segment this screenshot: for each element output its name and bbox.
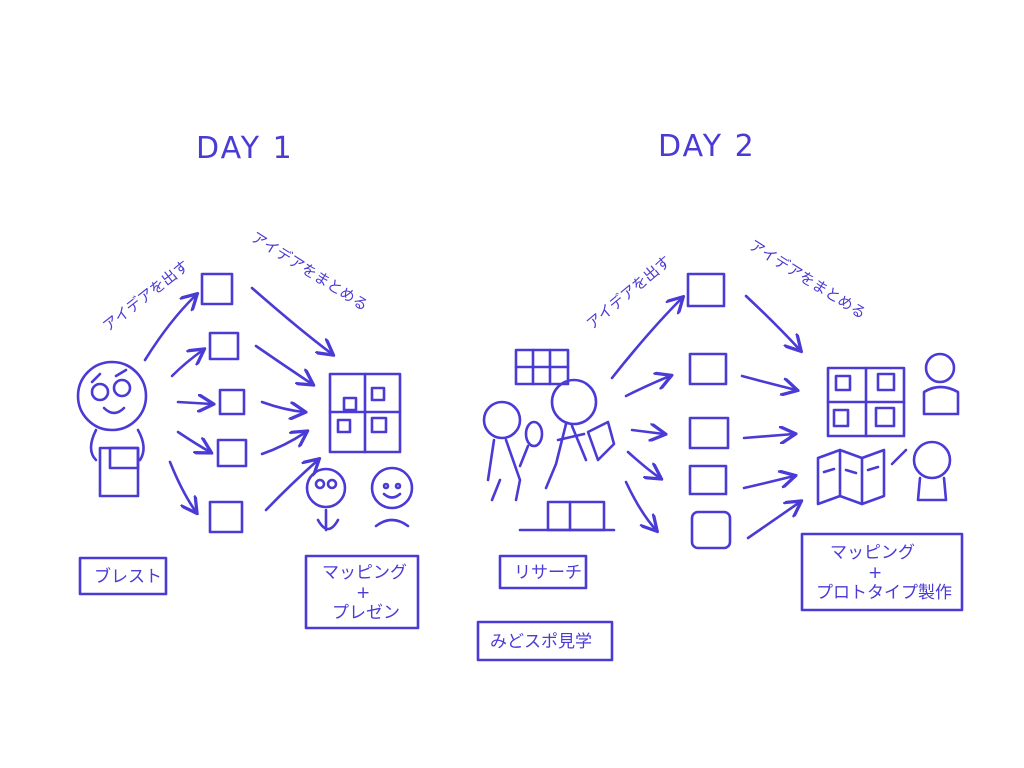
day2-visit-box xyxy=(476,620,614,662)
day2-label-converge: アイデアをまとめる xyxy=(746,236,869,322)
day2-visit-label: みどスポ見学 xyxy=(490,632,592,652)
day1-idea-cards xyxy=(200,272,248,534)
day1-arrows-out xyxy=(143,295,212,512)
day2-idea-cards xyxy=(686,272,732,550)
day1-mapping-box xyxy=(304,554,420,630)
day1-mapping-line2: + xyxy=(356,583,370,603)
day2-prototype-icon xyxy=(816,352,960,506)
idea-card xyxy=(216,438,248,468)
day1-mapping-line1: マッピング xyxy=(322,563,407,583)
day1-title: DAY 1 xyxy=(196,131,294,166)
brainstorm-person-icon xyxy=(76,360,148,498)
day2-arrows-out xyxy=(610,298,682,530)
idea-card xyxy=(688,352,728,386)
day1-label-generate: アイデアを出す xyxy=(99,257,192,335)
day1-mapping-board-icon xyxy=(328,372,402,454)
day2-research-label: リサーチ xyxy=(514,563,582,583)
day2-mapping-line2: + xyxy=(868,563,882,583)
day2-title: DAY 2 xyxy=(658,129,756,164)
day2-mapping-line3: プロトタイプ製作 xyxy=(816,583,952,603)
idea-card xyxy=(686,272,726,308)
day1-brainstorm-box xyxy=(78,556,168,596)
idea-card xyxy=(208,331,240,361)
day1-arrows-in xyxy=(250,286,332,512)
day2-research-box xyxy=(498,554,588,590)
day2-research-people-icon xyxy=(482,348,616,532)
idea-card xyxy=(688,416,730,450)
idea-card xyxy=(688,464,728,496)
idea-card xyxy=(200,272,234,306)
idea-card xyxy=(690,510,732,550)
day1-brainstorm-label: ブレスト xyxy=(94,566,162,587)
day2-mapping-box xyxy=(800,532,964,612)
day2-arrows-in xyxy=(740,294,800,540)
idea-card xyxy=(208,500,244,534)
day1-presenters-icon xyxy=(305,466,414,532)
day2-mapping-board-icon xyxy=(826,366,906,438)
idea-card xyxy=(218,388,246,416)
day2-mapping-line1: マッピング xyxy=(830,543,915,563)
day1-mapping-line3: プレゼン xyxy=(332,603,400,623)
